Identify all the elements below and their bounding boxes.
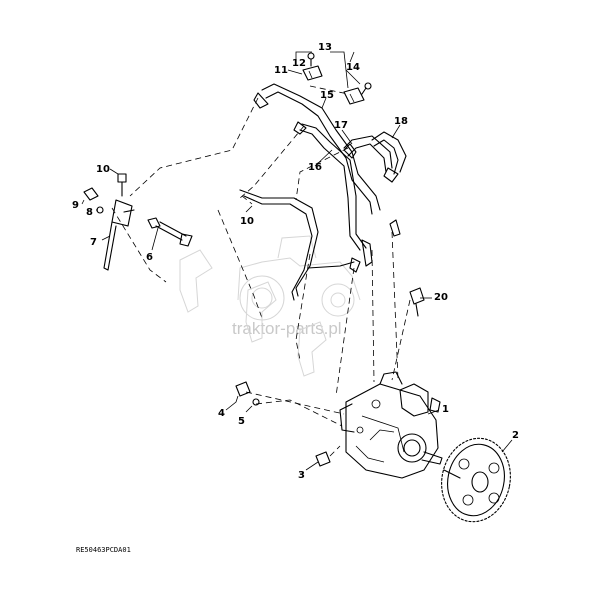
leak-off-fitting-10	[117, 173, 127, 197]
watermark: traktor-parts.pl	[232, 235, 361, 338]
callout-17: 17	[334, 120, 348, 131]
injection-line-19	[239, 189, 361, 301]
callout-13: 13	[318, 42, 332, 53]
engine-ghost-outline	[179, 249, 327, 377]
clamp-13	[343, 87, 365, 105]
injection-line-17	[343, 135, 393, 173]
clamp-parts	[302, 52, 372, 105]
injection-pump-1	[339, 371, 443, 479]
callout-10-nozzle: 10	[96, 164, 110, 175]
washer-5	[252, 398, 260, 406]
callout-leaders	[81, 51, 513, 471]
tractor-watermark-icon	[237, 235, 361, 321]
callout-12: 12	[292, 58, 306, 69]
callout-8: 8	[86, 207, 93, 218]
injection-line-16	[293, 121, 367, 251]
bolt-4	[235, 381, 251, 397]
connector-6	[147, 217, 193, 247]
nut-3	[315, 451, 331, 467]
callout-11: 11	[274, 65, 288, 76]
callout-5: 5	[238, 416, 245, 427]
clamp-screw-12	[307, 52, 315, 67]
callout-7: 7	[90, 237, 97, 248]
callout-15: 15	[320, 90, 334, 101]
clamp-11	[302, 65, 323, 81]
callout-labels: 1 2 3 4 5 6 7 8 9 10 10 11 12 13 14 15 1…	[72, 42, 519, 481]
callout-4: 4	[218, 408, 225, 419]
callout-16: 16	[308, 162, 322, 173]
figure-code: RE50463PCDA01	[76, 546, 131, 554]
callout-2: 2	[512, 430, 519, 441]
fitting-20	[409, 287, 425, 317]
drive-gear-2	[441, 437, 511, 523]
watermark-text: traktor-parts.pl	[232, 319, 342, 338]
clamp-screw-14	[361, 82, 372, 95]
callout-1: 1	[442, 404, 449, 415]
callout-3: 3	[298, 470, 305, 481]
callout-9: 9	[72, 200, 79, 211]
callout-18: 18	[394, 116, 408, 127]
callout-6: 6	[146, 252, 153, 263]
callout-10-line: 10	[240, 216, 254, 227]
callout-14: 14	[346, 62, 360, 73]
assembly-guide-lines	[111, 85, 411, 457]
nozzle-7	[103, 199, 135, 271]
injection-lines	[239, 83, 407, 301]
injection-line-15	[253, 83, 381, 215]
injection-line-18	[361, 131, 407, 267]
callout-20: 20	[434, 292, 448, 303]
nut-9	[83, 187, 99, 201]
